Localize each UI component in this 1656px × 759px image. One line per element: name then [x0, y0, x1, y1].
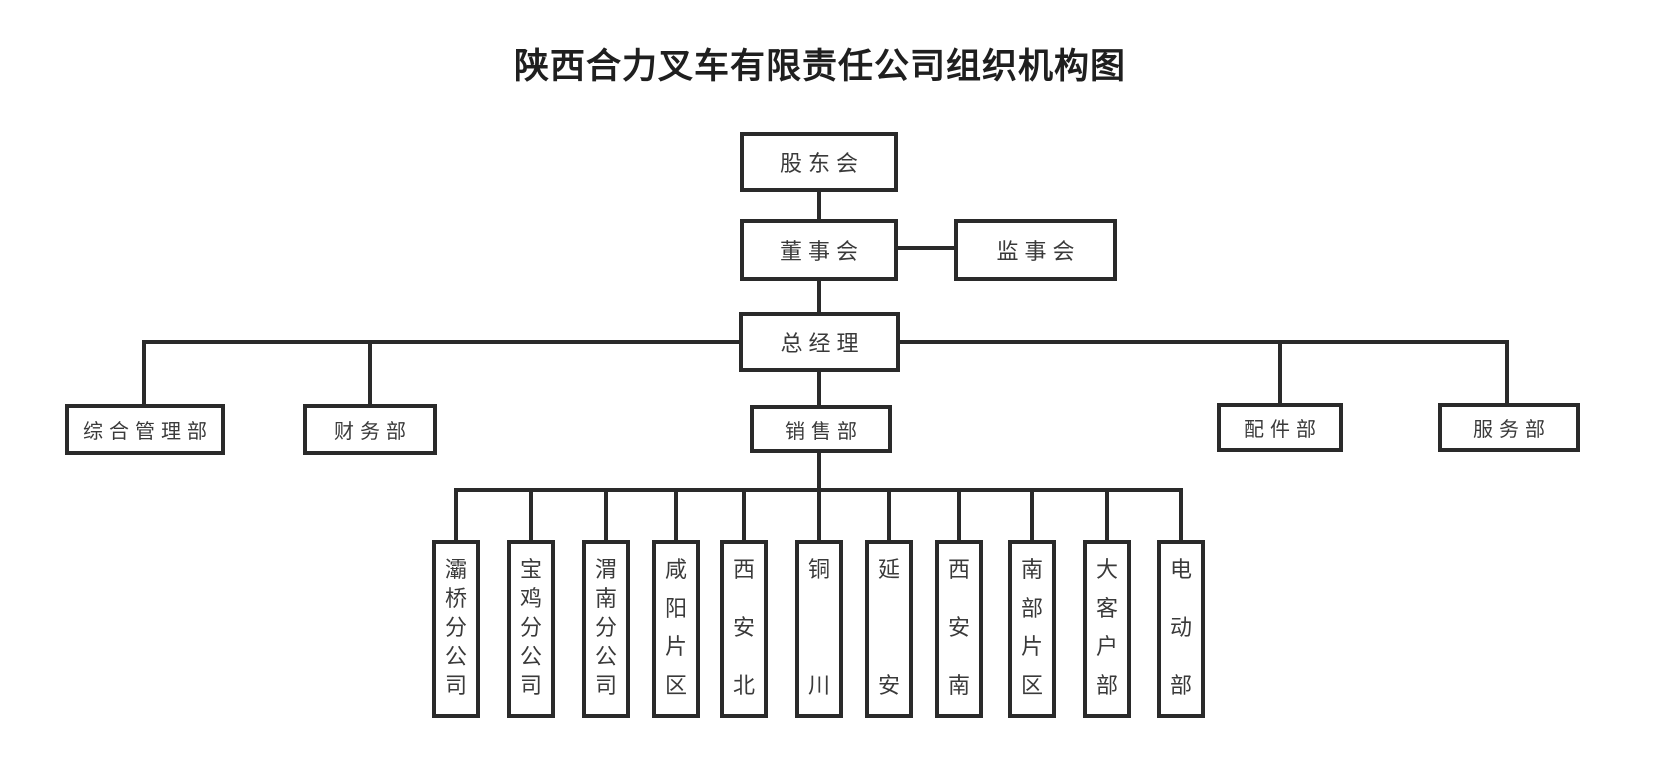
- connector-drop-weinan: [604, 488, 608, 542]
- connector-drop-xian-south: [957, 488, 961, 542]
- connector-drop-baoji: [529, 488, 533, 542]
- org-node-finance-dept-label: 财务部: [334, 419, 412, 443]
- connector-drop-xian-north: [742, 488, 746, 542]
- connector-drop-admin: [142, 340, 146, 406]
- org-node-yanan: 延安: [865, 540, 913, 718]
- org-node-supervisors-label: 监事会: [996, 240, 1081, 265]
- connector-drop-parts: [1278, 340, 1282, 405]
- org-node-board: 董事会: [740, 219, 898, 281]
- connector-sales-bus: [817, 451, 821, 492]
- org-node-supervisors: 监事会: [954, 219, 1117, 281]
- org-node-parts-dept: 配件部: [1217, 403, 1343, 452]
- org-node-key-accounts: 大客户部: [1083, 540, 1131, 718]
- org-node-parts-dept-label: 配件部: [1244, 417, 1322, 441]
- org-node-south-area: 南部片区: [1008, 540, 1056, 718]
- org-node-shareholders-label: 股东会: [779, 152, 864, 177]
- org-node-general-manager: 总经理: [739, 312, 900, 372]
- org-node-baqiao-branch: 灞桥分公司: [432, 540, 480, 718]
- connector-drop-key-accounts: [1105, 488, 1109, 542]
- connector-gm-sales: [817, 370, 821, 407]
- org-node-board-label: 董事会: [779, 240, 864, 265]
- connector-shareholders-board: [817, 190, 821, 221]
- org-node-xianyang-area: 咸阳片区: [652, 540, 700, 718]
- org-node-baoji-branch: 宝鸡分公司: [507, 540, 555, 718]
- org-node-tongchuan: 铜川: [795, 540, 843, 718]
- org-node-xian-south: 西安南: [935, 540, 983, 718]
- org-node-general-manager-label: 总经理: [780, 332, 865, 357]
- org-node-service-dept-label: 服务部: [1473, 417, 1551, 441]
- connector-drop-south-area: [1030, 488, 1034, 542]
- connector-gm-right-bus: [898, 340, 1509, 344]
- chart-title: 陕西合力叉车有限责任公司组织机构图: [513, 47, 1126, 87]
- org-node-service-dept: 服务部: [1438, 403, 1580, 452]
- connector-drop-service: [1505, 340, 1509, 405]
- connector-drop-xianyang: [674, 488, 678, 542]
- org-node-sales-dept-label: 销售部: [785, 418, 863, 443]
- connector-drop-tongchuan: [817, 488, 821, 542]
- org-node-admin-dept-label: 综合管理部: [83, 419, 213, 443]
- connector-drop-finance: [368, 340, 372, 406]
- connector-drop-electric: [1179, 488, 1183, 542]
- org-node-weinan-branch: 渭南分公司: [582, 540, 630, 718]
- connector-drop-yanan: [887, 488, 891, 542]
- connector-board-supervisors: [896, 246, 956, 250]
- org-node-electric-dept: 电动部: [1157, 540, 1205, 718]
- org-node-xian-north: 西安北: [720, 540, 768, 718]
- org-node-sales-dept: 销售部: [750, 405, 892, 453]
- connector-board-gm: [817, 279, 821, 314]
- org-node-finance-dept: 财务部: [303, 404, 437, 455]
- org-node-admin-dept: 综合管理部: [65, 404, 225, 455]
- org-node-shareholders: 股东会: [740, 132, 898, 192]
- connector-gm-left-bus: [142, 340, 742, 344]
- connector-drop-baqiao: [454, 488, 458, 542]
